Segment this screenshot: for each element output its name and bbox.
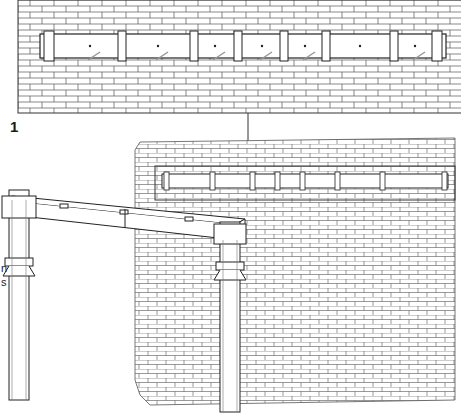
cut-off-text: s: [1, 276, 7, 288]
callout-number: 1: [10, 118, 18, 135]
cut-off-text: n: [1, 262, 7, 274]
